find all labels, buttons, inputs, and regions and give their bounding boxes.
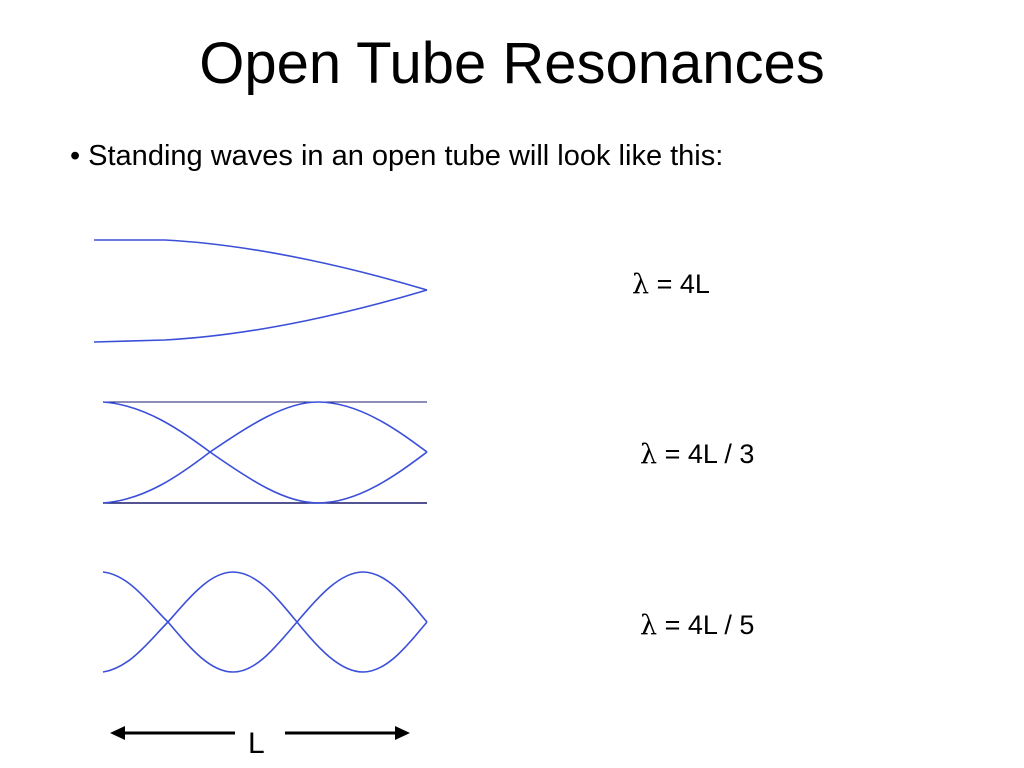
wavelength-formula-5: λ = 4L / 5	[640, 609, 754, 642]
arrow-left-icon	[110, 726, 125, 740]
bullet-text: Standing waves in an open tube will look…	[88, 140, 724, 172]
formula-relation: = 4L / 3	[657, 439, 755, 469]
wave-curve-upper	[94, 239, 428, 291]
formula-relation: = 4L / 5	[657, 610, 755, 640]
wave-curve-upper	[102, 401, 428, 504]
tube-length-label: L	[248, 727, 265, 760]
wave-mode-1	[93, 239, 428, 343]
wave-mode-5	[102, 571, 428, 673]
slide-title: Open Tube Resonances	[199, 31, 825, 96]
bullet-icon: •	[70, 140, 81, 172]
wavelength-formula-1: λ = 4L	[632, 268, 710, 301]
formula-relation: = 4L	[649, 269, 710, 299]
lambda-symbol: λ	[640, 439, 658, 470]
lambda-symbol: λ	[640, 610, 658, 641]
wavelength-formula-3: λ = 4L / 3	[640, 438, 754, 471]
lambda-symbol: λ	[632, 269, 650, 300]
wave-curve-upper	[102, 571, 428, 673]
wave-curve-lower	[93, 289, 428, 343]
arrow-right-icon	[395, 726, 410, 740]
length-arrow	[110, 726, 410, 740]
wave-mode-3	[102, 401, 428, 504]
wave-curve-lower	[102, 571, 428, 673]
wave-curve-lower	[102, 401, 428, 504]
bullet-point: •Standing waves in an open tube will loo…	[70, 138, 723, 174]
